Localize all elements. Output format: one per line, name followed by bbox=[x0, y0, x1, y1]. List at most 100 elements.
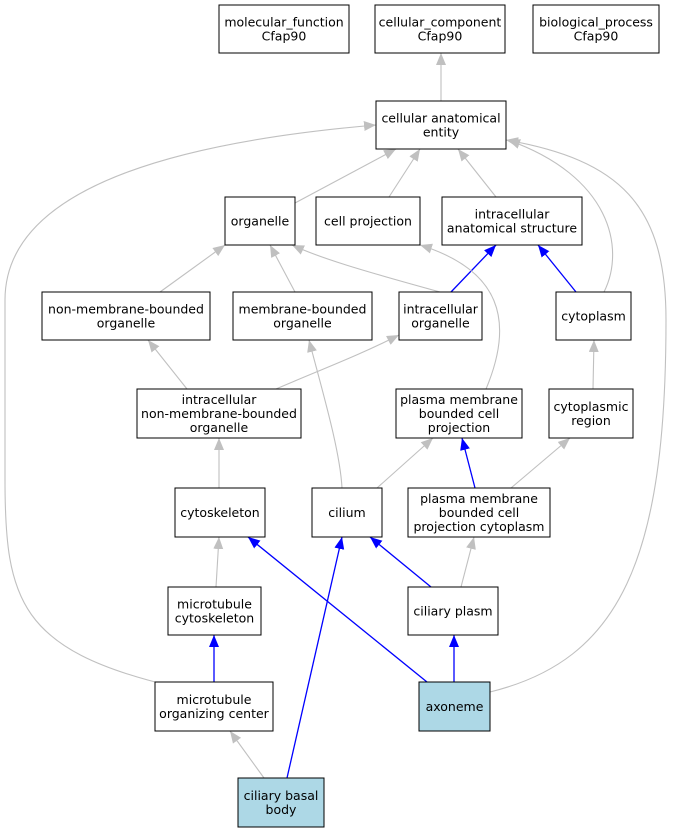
node-cytoplasm[interactable]: cytoplasm bbox=[555, 291, 632, 341]
node-cell-projection[interactable]: cell projection bbox=[315, 196, 421, 246]
node-label: Cfap90 bbox=[262, 29, 307, 44]
node-label: biological_process bbox=[539, 15, 653, 30]
node-label: organelle bbox=[97, 316, 156, 331]
node-box bbox=[154, 681, 274, 732]
node-label: cytoplasm bbox=[561, 309, 626, 324]
node-label: ciliary basal bbox=[244, 788, 319, 803]
node-box bbox=[532, 4, 660, 54]
node-box bbox=[41, 291, 211, 341]
node-box bbox=[395, 388, 523, 439]
edge-cytoplasm-to-cae bbox=[507, 139, 614, 293]
edge-inmbo-to-nmbo bbox=[147, 339, 188, 390]
edge-mt-cytoskeleton-to-cytoskeleton bbox=[213, 536, 224, 588]
node-label: organelle bbox=[411, 316, 470, 331]
edge-ciliary-plasm-to-pmbcpc bbox=[460, 536, 476, 588]
node-label: cytoskeleton bbox=[180, 505, 259, 520]
node-label: membrane-bounded bbox=[239, 302, 367, 317]
node-label: plasma membrane bbox=[400, 392, 518, 407]
node-label: Cfap90 bbox=[418, 29, 463, 44]
node-label: Cfap90 bbox=[574, 29, 619, 44]
edge-ciliary-basal-body-to-cilium bbox=[286, 536, 345, 779]
node-box bbox=[237, 777, 325, 828]
node-label: cytoplasmic bbox=[554, 399, 629, 414]
edges-layer bbox=[4, 53, 667, 779]
edge-mtoc-to-cae bbox=[4, 121, 377, 687]
node-label: cell projection bbox=[324, 214, 412, 229]
edge-organelle-to-cae bbox=[294, 148, 397, 204]
edge-ciliary-basal-body-to-mtoc bbox=[229, 730, 265, 779]
node-label: plasma membrane bbox=[420, 491, 538, 506]
edge-cilium-to-mbo bbox=[307, 339, 343, 489]
edge-axoneme-to-cytoskeleton bbox=[247, 536, 428, 683]
edge-cell-projection-to-cae bbox=[388, 148, 421, 198]
edge-io-to-organelle bbox=[291, 244, 441, 293]
node-box bbox=[407, 586, 499, 636]
node-box bbox=[218, 4, 350, 54]
node-box bbox=[398, 291, 483, 341]
node-label: microtubule bbox=[177, 597, 252, 612]
node-box bbox=[232, 291, 373, 341]
edge-mbo-to-organelle bbox=[269, 244, 296, 293]
node-label: organelle bbox=[190, 420, 249, 435]
node-box bbox=[418, 681, 491, 732]
edge-pmbcpc-to-pmbcp bbox=[460, 437, 476, 489]
edge-pmbcp-to-cell-projection bbox=[419, 243, 501, 390]
node-box bbox=[167, 586, 262, 636]
node-label: non-membrane-bounded bbox=[141, 406, 297, 421]
edge-nmbo-to-organelle bbox=[159, 244, 226, 293]
node-organelle[interactable]: organelle bbox=[224, 196, 296, 246]
node-label: bounded cell bbox=[419, 406, 499, 421]
node-label: axoneme bbox=[426, 699, 484, 714]
node-label: molecular_function bbox=[224, 15, 343, 30]
node-label: bounded cell bbox=[439, 505, 519, 520]
node-label: cellular anatomical bbox=[381, 111, 500, 126]
node-ciliary-plasm[interactable]: ciliary plasm bbox=[407, 586, 499, 636]
node-label: non-membrane-bounded bbox=[48, 302, 204, 317]
node-label: organelle bbox=[273, 316, 332, 331]
node-label: projection cytoplasm bbox=[414, 519, 545, 534]
node-inmbo[interactable]: intracellularnon-membrane-boundedorganel… bbox=[136, 388, 302, 439]
node-label: anatomical structure bbox=[447, 221, 577, 236]
node-cytoskeleton[interactable]: cytoskeleton bbox=[174, 487, 266, 538]
node-box bbox=[311, 487, 383, 538]
node-label: ciliary plasm bbox=[413, 604, 492, 619]
node-label: projection bbox=[428, 420, 490, 435]
node-label: organelle bbox=[231, 214, 290, 229]
node-box bbox=[375, 100, 507, 150]
node-box bbox=[136, 388, 302, 439]
node-box bbox=[224, 196, 296, 246]
edge-inmbo-to-io bbox=[275, 334, 400, 390]
node-label: cilium bbox=[328, 505, 365, 520]
node-label: cellular_component bbox=[379, 15, 502, 30]
edge-pmbcpc-to-cyto-region bbox=[510, 437, 571, 489]
edge-ciliary-plasm-to-cilium bbox=[369, 536, 432, 588]
edge-ias-to-cae bbox=[457, 148, 497, 198]
node-label: intracellular bbox=[403, 302, 479, 317]
node-axoneme[interactable]: axoneme bbox=[418, 681, 491, 732]
edge-io-to-ias bbox=[450, 244, 497, 293]
nodes-layer: molecular_functionCfap90cellular_compone… bbox=[41, 4, 660, 828]
node-box bbox=[441, 196, 583, 246]
node-cilium[interactable]: cilium bbox=[311, 487, 383, 538]
edge-cilium-to-pmbcp bbox=[376, 437, 434, 489]
node-box bbox=[374, 4, 506, 54]
node-box bbox=[407, 487, 551, 538]
node-label: body bbox=[266, 802, 298, 817]
node-box bbox=[174, 487, 266, 538]
node-label: entity bbox=[423, 125, 460, 140]
